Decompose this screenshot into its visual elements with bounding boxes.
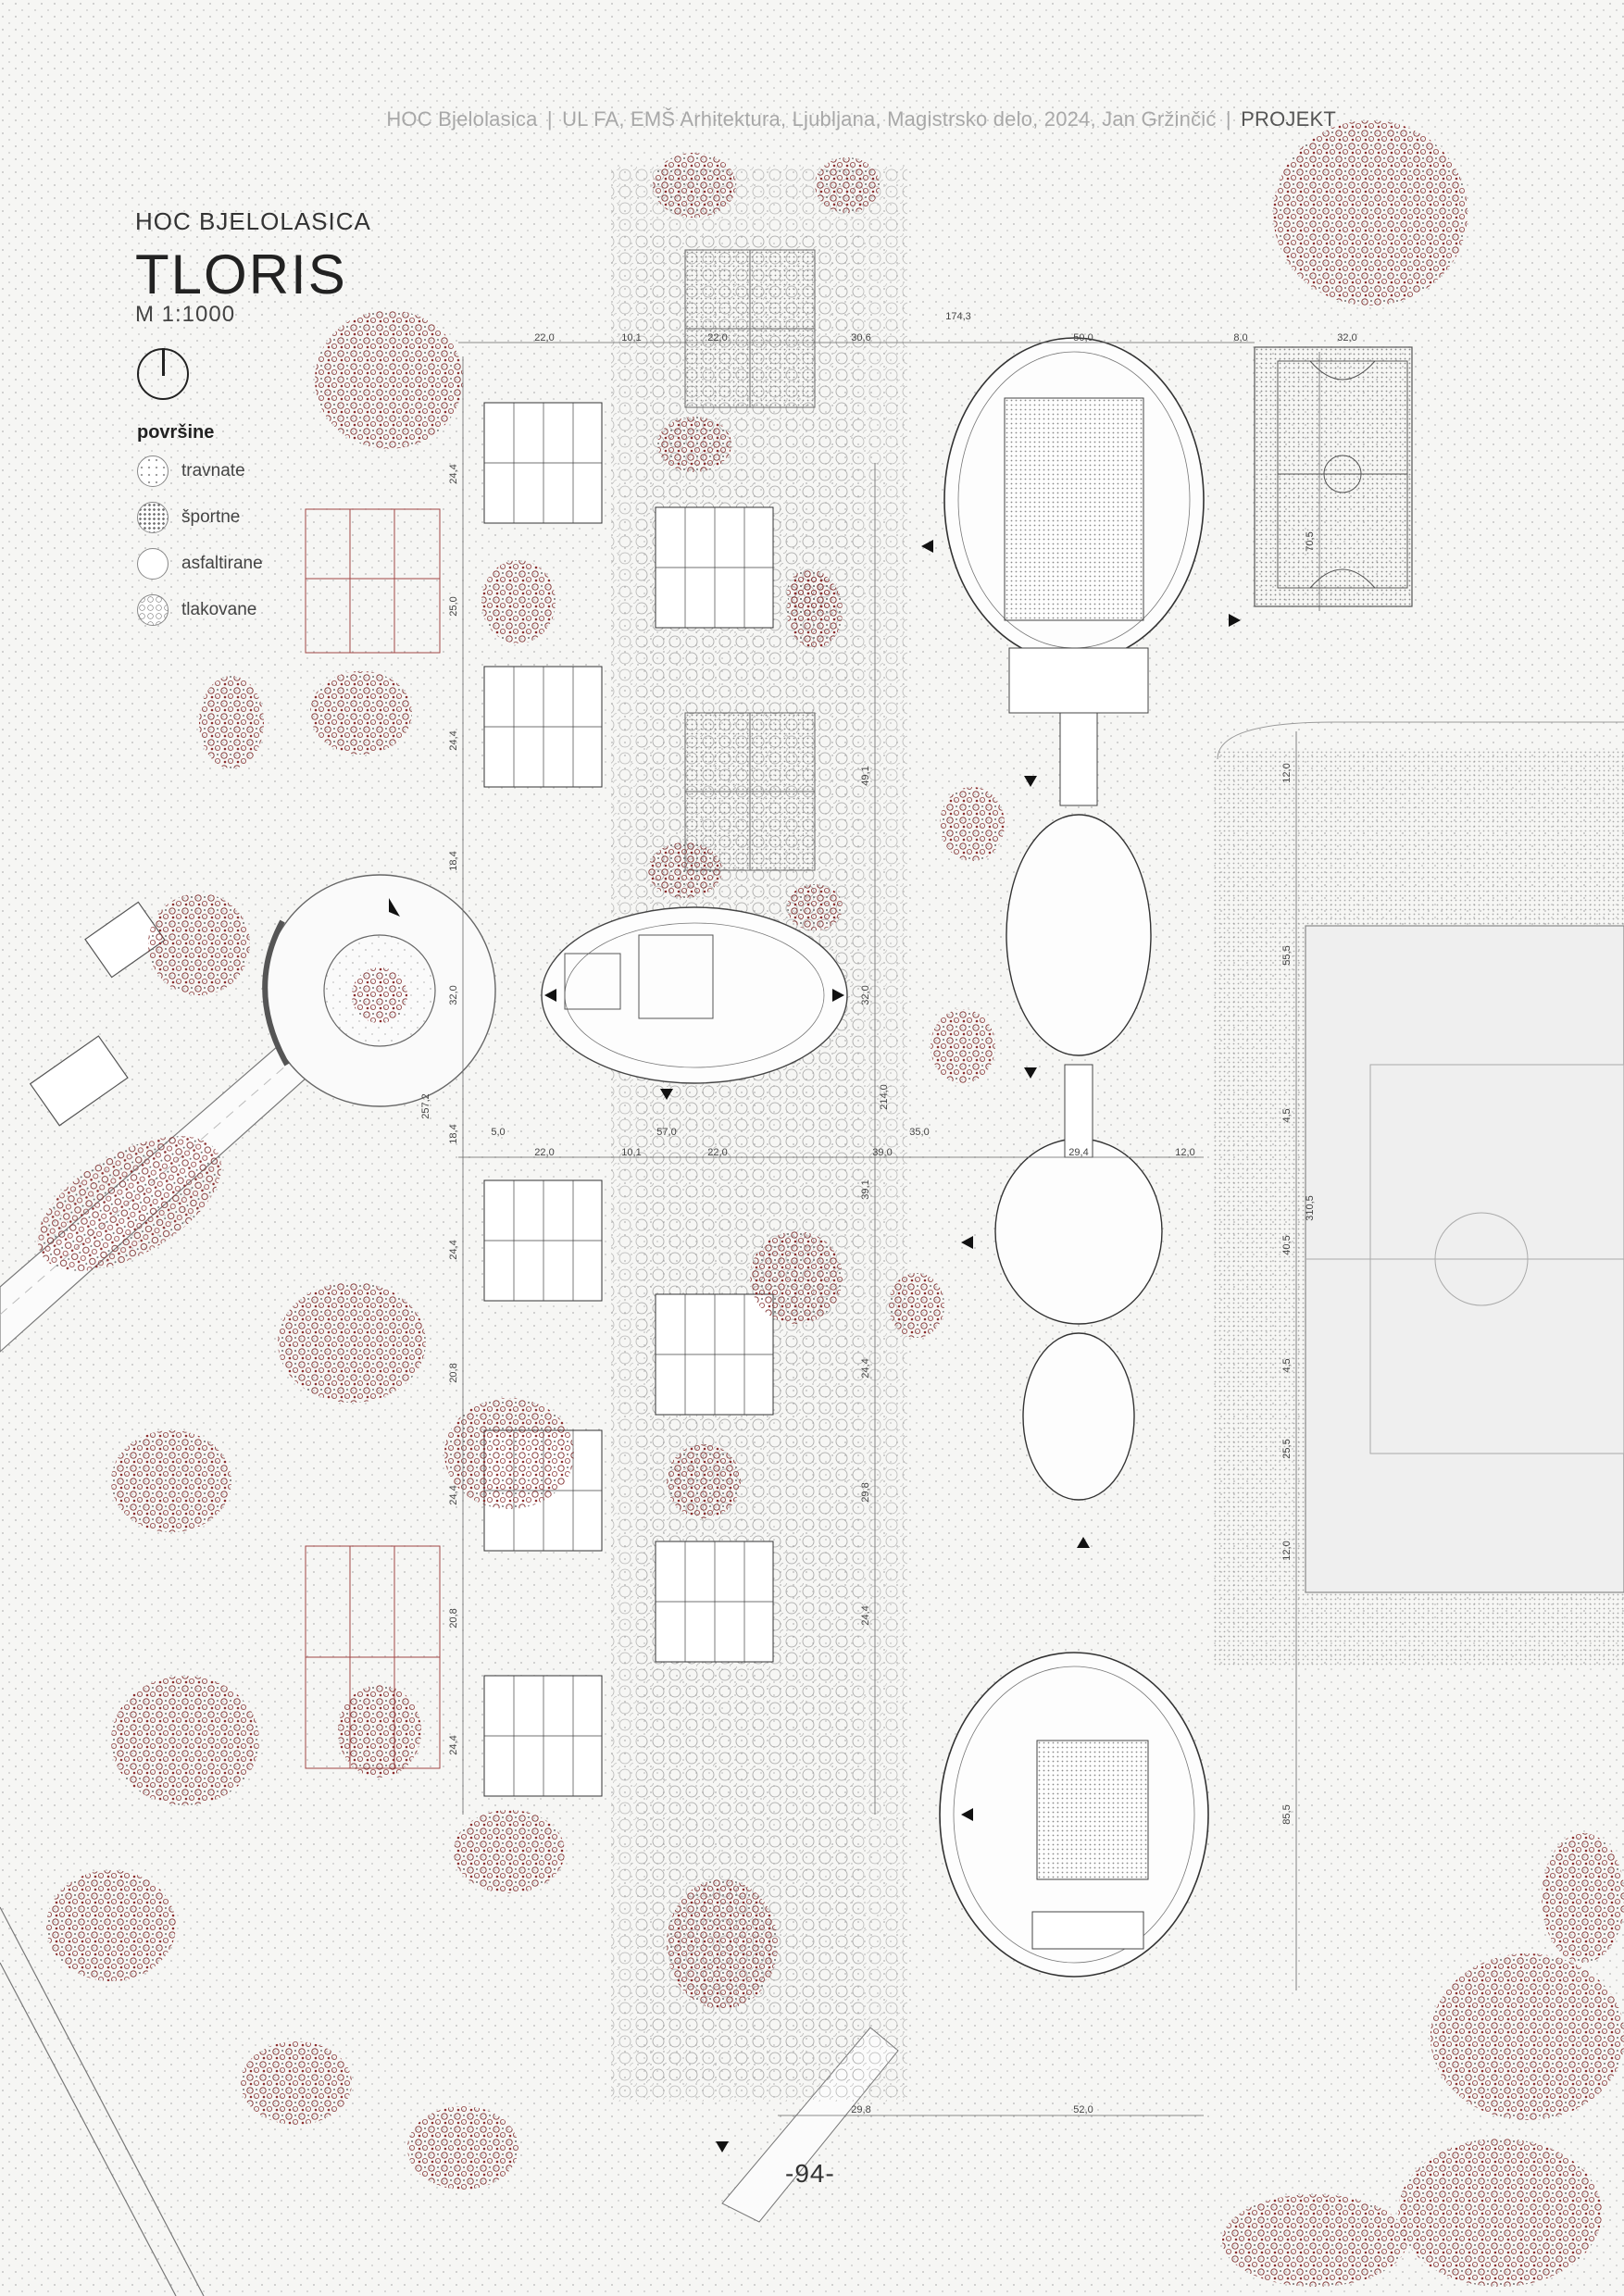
dimension-lines [458, 342, 1320, 2116]
dim-label: 29,8 [860, 1482, 871, 1502]
bottom-dimension-labels: 29,8 52,0 [851, 2104, 1093, 2115]
header-section: PROJEKT [1241, 107, 1336, 131]
legend-label: asfaltirane [181, 554, 263, 573]
project-title: HOC BJELOLASICA [135, 207, 371, 235]
asphalt-swatch-icon [137, 548, 169, 580]
dim-label: 22,0 [707, 332, 727, 343]
central-hub-building [541, 906, 848, 1084]
dim-label: 4,5 [1281, 1108, 1293, 1122]
dim-label: 174,3 [945, 311, 971, 322]
dim-label: 24,4 [860, 1605, 871, 1625]
dim-label: 24,4 [448, 464, 459, 483]
dim-label: 18,4 [448, 851, 459, 870]
legend-item: asfaltirane [137, 541, 263, 587]
dim-label: 20,8 [448, 1363, 459, 1382]
dim-label: 24,4 [448, 1240, 459, 1259]
sports-hall-middle [994, 712, 1163, 1501]
legend-item: travnate [137, 448, 263, 494]
sports-hall-north [943, 337, 1205, 714]
dim-label: 57,0 [656, 1127, 676, 1138]
legend-title: površine [137, 422, 215, 443]
dim-label: 20,8 [448, 1608, 459, 1628]
dim-label: 22,0 [707, 1147, 727, 1158]
legend-label: športne [181, 507, 241, 527]
tree-clusters [37, 120, 1624, 2287]
sports-hall-south [939, 1652, 1209, 1978]
sheet-title: TLORIS [135, 243, 347, 306]
dim-label: 257,2 [420, 1093, 431, 1119]
tennis-courts [684, 249, 816, 871]
legend-item: športne [137, 494, 263, 541]
left-vertical-dimension-labels: 24,4 25,0 24,4 18,4 32,0 257,2 18,4 24,4… [420, 464, 459, 1754]
legend-label: travnate [181, 461, 245, 480]
dim-label: 18,4 [448, 1124, 459, 1143]
dim-label: 50,0 [1073, 332, 1093, 343]
paved-swatch-icon [137, 594, 169, 626]
dim-label: 12,0 [1281, 1541, 1293, 1560]
north-arrow-icon [137, 348, 189, 400]
right-vertical-dimension-labels: 70,5 12,0 55,5 4,5 40,5 310,5 4,5 25,5 1… [1281, 531, 1316, 1824]
sport-swatch-icon [137, 502, 169, 533]
dim-label: 12,0 [1281, 763, 1293, 782]
dim-label: 55,5 [1281, 945, 1293, 965]
dim-label: 32,0 [860, 985, 871, 1004]
basketball-court [1254, 346, 1413, 607]
dim-label: 39,0 [872, 1147, 892, 1158]
dim-label: 32,0 [1337, 332, 1356, 343]
dim-label: 22,0 [534, 1147, 554, 1158]
dim-label: 12,0 [1175, 1147, 1194, 1158]
dim-label: 49,1 [860, 766, 871, 785]
legend-label: tlakovane [181, 600, 257, 619]
athletics-stadium [1213, 721, 1624, 1666]
dim-label: 29,4 [1068, 1147, 1088, 1158]
dim-label: 52,0 [1073, 2104, 1093, 2115]
dim-label: 22,0 [534, 332, 554, 343]
dim-label: 70,5 [1305, 531, 1316, 551]
grass-swatch-icon [137, 455, 169, 487]
dim-label: 4,5 [1281, 1358, 1293, 1372]
dim-label: 30,6 [851, 332, 870, 343]
header-institution: UL FA, EMŠ Arhitektura, Ljubljana, Magis… [562, 107, 1217, 131]
dim-label: 5,0 [491, 1127, 505, 1138]
dim-label: 24,4 [448, 1485, 459, 1504]
header-separator: | [546, 107, 553, 131]
dim-label: 310,5 [1305, 1195, 1316, 1221]
dim-label: 39,1 [860, 1179, 871, 1199]
dim-label: 10,1 [621, 332, 641, 343]
header-separator: | [1225, 107, 1231, 131]
dim-label: 25,5 [1281, 1439, 1293, 1458]
dim-label: 29,8 [851, 2104, 870, 2115]
dim-label: 32,0 [448, 985, 459, 1004]
dim-label: 8,0 [1233, 332, 1247, 343]
dim-label: 214,0 [879, 1084, 890, 1110]
dim-label: 40,5 [1281, 1235, 1293, 1254]
dim-label: 24,4 [448, 1735, 459, 1754]
dim-label: 25,0 [448, 596, 459, 616]
entrance-markers [544, 540, 1241, 2152]
dim-label: 10,1 [621, 1147, 641, 1158]
surface-legend: travnate športne asfaltirane tlakovane [137, 448, 263, 633]
mid-dimension-labels: 5,0 22,0 10,1 22,0 57,0 39,0 35,0 29,4 1… [491, 1127, 1194, 1158]
document-header: HOC Bjelolasica | UL FA, EMŠ Arhitektura… [386, 107, 1336, 131]
dim-label: 85,5 [1281, 1804, 1293, 1824]
dim-label: 24,4 [860, 1358, 871, 1378]
legend-item: tlakovane [137, 587, 263, 633]
dim-label: 35,0 [909, 1127, 929, 1138]
header-project: HOC Bjelolasica [386, 107, 538, 131]
page-number: -94- [785, 2159, 835, 2188]
center-vertical-dimension-labels: 49,1 32,0 214,0 39,1 24,4 29,8 24,4 [860, 766, 890, 1625]
dim-label: 24,4 [448, 730, 459, 750]
top-dimension-labels: 22,0 10,1 22,0 30,6 174,3 50,0 8,0 32,0 [534, 311, 1356, 343]
scale-label: M 1:1000 [135, 302, 236, 327]
